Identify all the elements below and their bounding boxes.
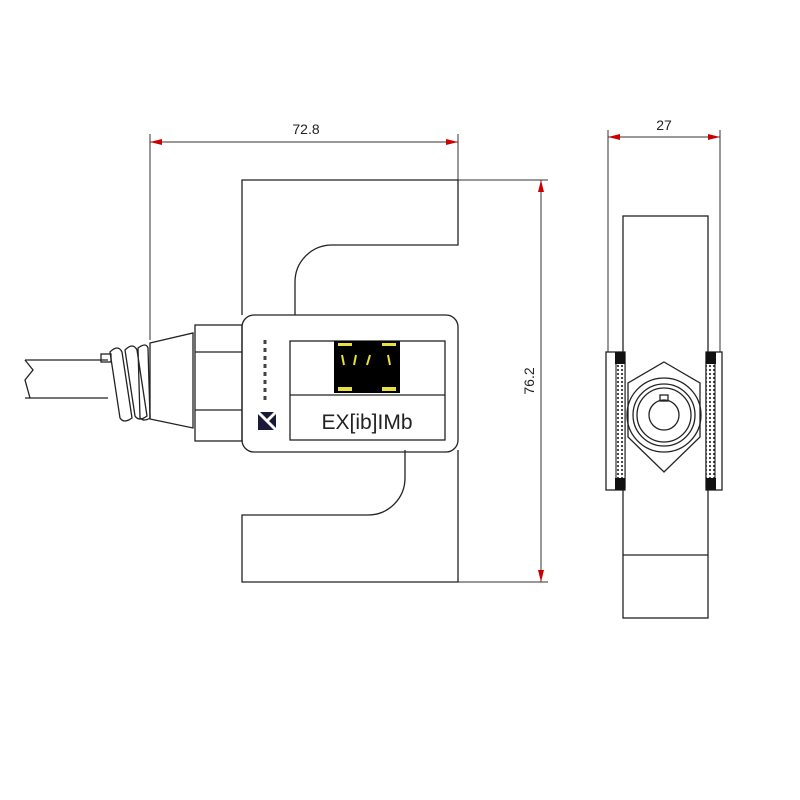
display-window — [334, 341, 400, 393]
dimension-label: 72.8 — [292, 121, 319, 137]
dimension-label: 27 — [656, 117, 672, 133]
cable-gland — [100, 324, 243, 442]
arrow-icon — [608, 134, 620, 140]
dimension-width-side: 27 — [607, 117, 721, 352]
cable — [24, 359, 108, 399]
s-beam-front-view: EX[ib]IMb — [241, 179, 459, 583]
arrow-icon — [538, 180, 544, 192]
dimension-label: 76.2 — [521, 367, 537, 394]
hex-nut — [627, 361, 701, 473]
arrow-icon — [538, 570, 544, 582]
logo — [256, 340, 278, 432]
arrow-icon — [708, 134, 720, 140]
arrow-icon — [150, 139, 162, 145]
s-beam-side-view — [605, 215, 723, 619]
dimension-height-front: 76.2 — [458, 179, 548, 583]
ex-marking: EX[ib]IMb — [321, 411, 412, 434]
dimension-width-front: 72.8 — [149, 121, 459, 340]
arrow-icon — [446, 139, 458, 145]
